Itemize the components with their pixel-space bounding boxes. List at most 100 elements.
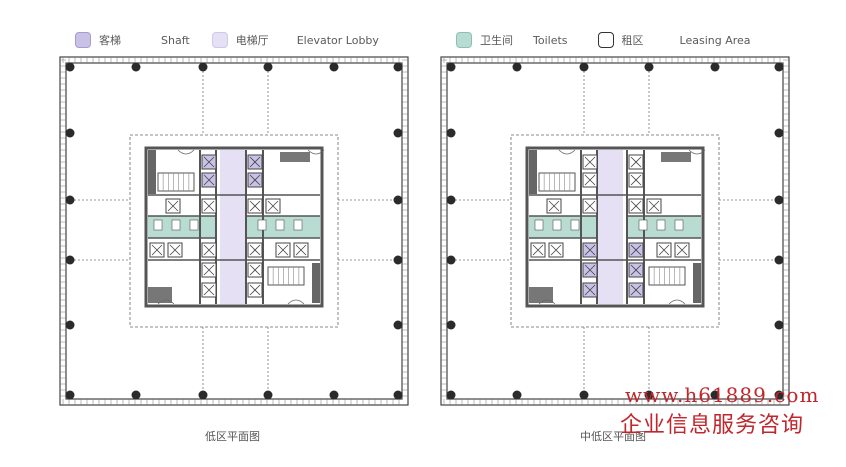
column xyxy=(512,390,522,400)
stair xyxy=(648,266,686,286)
elevator-shaft-x xyxy=(249,200,261,212)
shaft-swatch xyxy=(75,32,91,48)
elevator-shaft-x xyxy=(203,200,215,212)
legend-leasing-cn: 租区 xyxy=(621,34,644,47)
toilet-fixture xyxy=(656,219,666,231)
column xyxy=(329,390,339,400)
column xyxy=(710,390,720,400)
elevator-shaft-x xyxy=(584,156,596,168)
toilet-fixture xyxy=(275,219,285,231)
elevator-shaft-x xyxy=(630,200,642,212)
elevator-shaft-x xyxy=(249,174,261,186)
elevator-shaft-x xyxy=(277,244,289,256)
toilet-fixture xyxy=(171,219,181,231)
service-wall xyxy=(312,263,320,303)
elevator-shaft-x xyxy=(167,200,179,212)
core-wall xyxy=(525,146,705,308)
column xyxy=(393,320,403,330)
column xyxy=(198,390,208,400)
service-room xyxy=(148,287,172,303)
stair xyxy=(157,172,195,192)
door-swing xyxy=(688,149,706,155)
elevator-shaft-x xyxy=(584,244,596,256)
inner-wall xyxy=(446,62,784,400)
elevator-shaft-x xyxy=(203,264,215,276)
column xyxy=(446,62,456,72)
elevator-shaft-x xyxy=(648,200,660,212)
column xyxy=(446,195,456,205)
elevator-shaft-x xyxy=(295,244,307,256)
toilet-fixture xyxy=(293,219,303,231)
column xyxy=(446,390,456,400)
legend-toilet-cn: 卫生间 xyxy=(480,34,513,47)
column xyxy=(710,62,720,72)
column xyxy=(65,62,75,72)
column xyxy=(393,128,403,138)
service-wall xyxy=(693,263,701,303)
elevator-shaft-x xyxy=(584,264,596,276)
column xyxy=(65,255,75,265)
legend-toilet-en: Toilets xyxy=(533,33,568,47)
column xyxy=(512,62,522,72)
lobby-swatch xyxy=(211,32,228,48)
column xyxy=(579,390,589,400)
toilet-fixture xyxy=(534,219,544,231)
elevator-shaft-x xyxy=(630,244,642,256)
service-wall xyxy=(529,150,537,194)
column xyxy=(774,195,784,205)
legend-lobby-en: Elevator Lobby xyxy=(296,33,379,47)
column xyxy=(329,62,339,72)
toilet-fixture xyxy=(257,219,267,231)
door-swing xyxy=(558,149,576,155)
column xyxy=(446,255,456,265)
toilet-fixture xyxy=(552,219,562,231)
elevator-shaft-x xyxy=(584,284,596,296)
service-wall xyxy=(148,150,156,194)
service-room xyxy=(661,152,691,162)
inner-wall xyxy=(65,62,403,400)
column xyxy=(131,390,141,400)
core-wall xyxy=(144,146,324,308)
door-swing xyxy=(538,299,556,305)
legend-shaft-en: Shaft xyxy=(161,33,190,47)
legend-shaft-cn: 客梯 xyxy=(99,34,121,47)
column xyxy=(263,62,273,72)
door-swing xyxy=(287,299,305,305)
elevator-shaft-x xyxy=(658,244,670,256)
elevator-shaft-x xyxy=(550,244,562,256)
elevator-shaft-x xyxy=(630,156,642,168)
elevator-shaft-x xyxy=(203,174,215,186)
stair xyxy=(267,266,305,286)
column xyxy=(774,62,784,72)
elevator-shaft-x xyxy=(203,244,215,256)
plan-caption-low: 低区平面图 xyxy=(205,430,260,443)
column xyxy=(446,128,456,138)
column xyxy=(65,320,75,330)
legend-right: 卫生间 Toilets 租区 Leasing Area xyxy=(456,29,786,51)
leasing-swatch xyxy=(597,32,614,48)
elevator-shaft-x xyxy=(249,244,261,256)
column xyxy=(644,390,654,400)
door-swing xyxy=(307,149,325,155)
mid-low-zone-floor-plan xyxy=(440,56,790,406)
stair xyxy=(538,172,576,192)
column xyxy=(65,195,75,205)
legend-lobby-cn: 电梯厅 xyxy=(235,34,269,47)
column xyxy=(644,62,654,72)
column xyxy=(774,320,784,330)
column xyxy=(393,62,403,72)
elevator-shaft-x xyxy=(630,264,642,276)
column xyxy=(65,390,75,400)
plan-caption-mid-low: 中低区平面图 xyxy=(580,430,646,443)
legend-left: 客梯 Shaft 电梯厅 Elevator Lobby xyxy=(75,29,395,51)
column xyxy=(579,62,589,72)
outer-wall xyxy=(440,56,790,406)
outer-wall xyxy=(59,56,409,406)
elevator-shaft-x xyxy=(630,284,642,296)
elevator-shaft-x xyxy=(203,156,215,168)
service-room xyxy=(280,152,310,162)
elevator-shaft-x xyxy=(169,244,181,256)
elevator-shaft-x xyxy=(151,244,163,256)
door-swing xyxy=(668,299,686,305)
column xyxy=(198,62,208,72)
